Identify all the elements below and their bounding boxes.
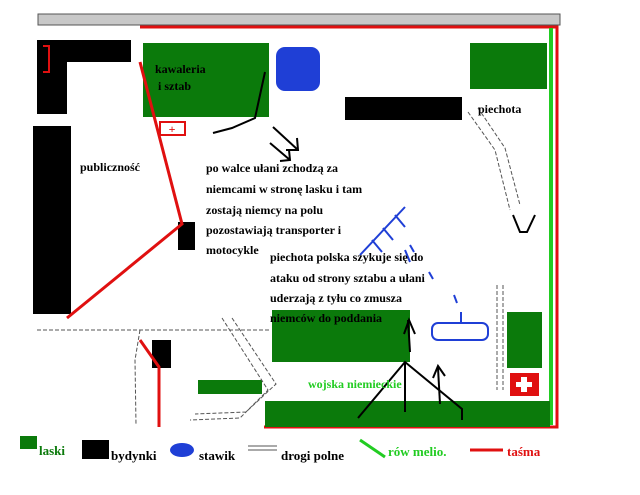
note-after-battle: po walce ułani zchodzą za niemcami w str… [206,161,362,257]
note2-line: ataku od strony sztabu a ułani [270,271,425,285]
first-aid-cross-small: + [169,122,176,136]
label-kawaleria: kawaleria [155,62,206,76]
top-border [37,13,561,26]
note1-line: po walce ułani zchodzą za [206,161,338,175]
forest-small-strip [198,380,262,394]
legend-swatch-forest [20,436,37,449]
legend-label-buildings: bydynki [111,448,157,463]
troop-markers [359,206,489,341]
forest-center-bottom [272,310,410,362]
label-publicznosc: publiczność [80,160,141,174]
legend-label-tape: taśma [507,444,541,459]
label-sztab: i sztab [158,79,191,93]
forest-bottom-band [265,401,550,427]
building-bottom-left [152,340,171,368]
tape-public-area [66,61,184,320]
note1-line: pozostawiają transporter i [206,223,342,237]
first-aid-cross-horizontal [516,382,532,387]
building-left-long [33,126,71,314]
field-roads [37,107,521,426]
label-wojska: wojska niemieckie [308,377,402,391]
legend-label-ditch: rów melio. [388,444,446,459]
legend-label-forest: laski [39,443,65,458]
legend-swatch-buildings [82,440,109,459]
tape-bottom-left [138,339,161,427]
legend-swatch-pond [170,443,194,457]
note2-line: piechota polska szykuje się do [270,250,423,264]
pond [276,47,320,91]
label-piechota: piechota [478,102,521,116]
note1-line: motocykle [206,243,259,257]
note2-line: uderzają z tyłu co zmusza [270,291,402,305]
building-middle [345,97,462,120]
note1-line: zostają niemcy na polu [206,203,323,217]
building-top-left-vertical [37,40,67,114]
note2-line: niemców do poddania [270,311,382,325]
red-bracket [43,45,50,73]
forest-kawaleria [143,43,269,117]
first-aid-red-outline [159,121,186,136]
forest-right-small [507,312,542,368]
legend: laski bydynki stawik drogi polne rów mel… [20,436,541,463]
forest-top-right [470,43,547,89]
note-attack-plan: piechota polska szykuje się do ataku od … [270,250,425,325]
movement-arrows [212,71,536,420]
building-small-right-of-tape [178,222,195,250]
legend-label-pond: stawik [199,448,236,463]
note1-line: niemcami w stronę lasku i tam [206,182,362,196]
legend-label-roads: drogi polne [281,448,344,463]
legend-swatch-ditch [359,438,386,459]
